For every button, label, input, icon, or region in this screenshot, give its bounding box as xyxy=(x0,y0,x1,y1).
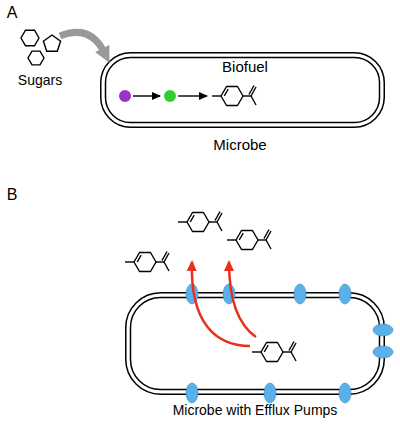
limonene-molecule xyxy=(227,230,271,250)
panel-letter: B xyxy=(7,186,18,204)
input-label: Sugars xyxy=(18,72,62,88)
product-label: Biofuel xyxy=(222,58,268,75)
uptake-arrow xyxy=(60,32,104,52)
efflux-pumps xyxy=(186,284,393,403)
limonene-molecule xyxy=(212,86,256,106)
efflux-arrow xyxy=(192,262,250,346)
sugar-molecules xyxy=(21,30,61,65)
pathway-arrow xyxy=(178,95,207,96)
pathway-arrow xyxy=(133,95,160,96)
panel-letter: A xyxy=(7,4,18,22)
cell-caption: Microbe with Efflux Pumps xyxy=(173,402,338,418)
cell-membrane xyxy=(125,292,385,395)
limonene-molecule xyxy=(178,212,222,232)
precursor-dot xyxy=(119,90,131,102)
limonene-molecule xyxy=(252,342,296,362)
efflux-arrow xyxy=(229,262,256,337)
limonene-molecule xyxy=(125,252,169,272)
microbe-cell: Microbe with Efflux Pumps xyxy=(125,292,385,395)
cell-caption: Microbe xyxy=(213,136,266,153)
intermediate-dot xyxy=(164,90,176,102)
microbe-cell: BiofuelMicrobe xyxy=(100,52,385,128)
